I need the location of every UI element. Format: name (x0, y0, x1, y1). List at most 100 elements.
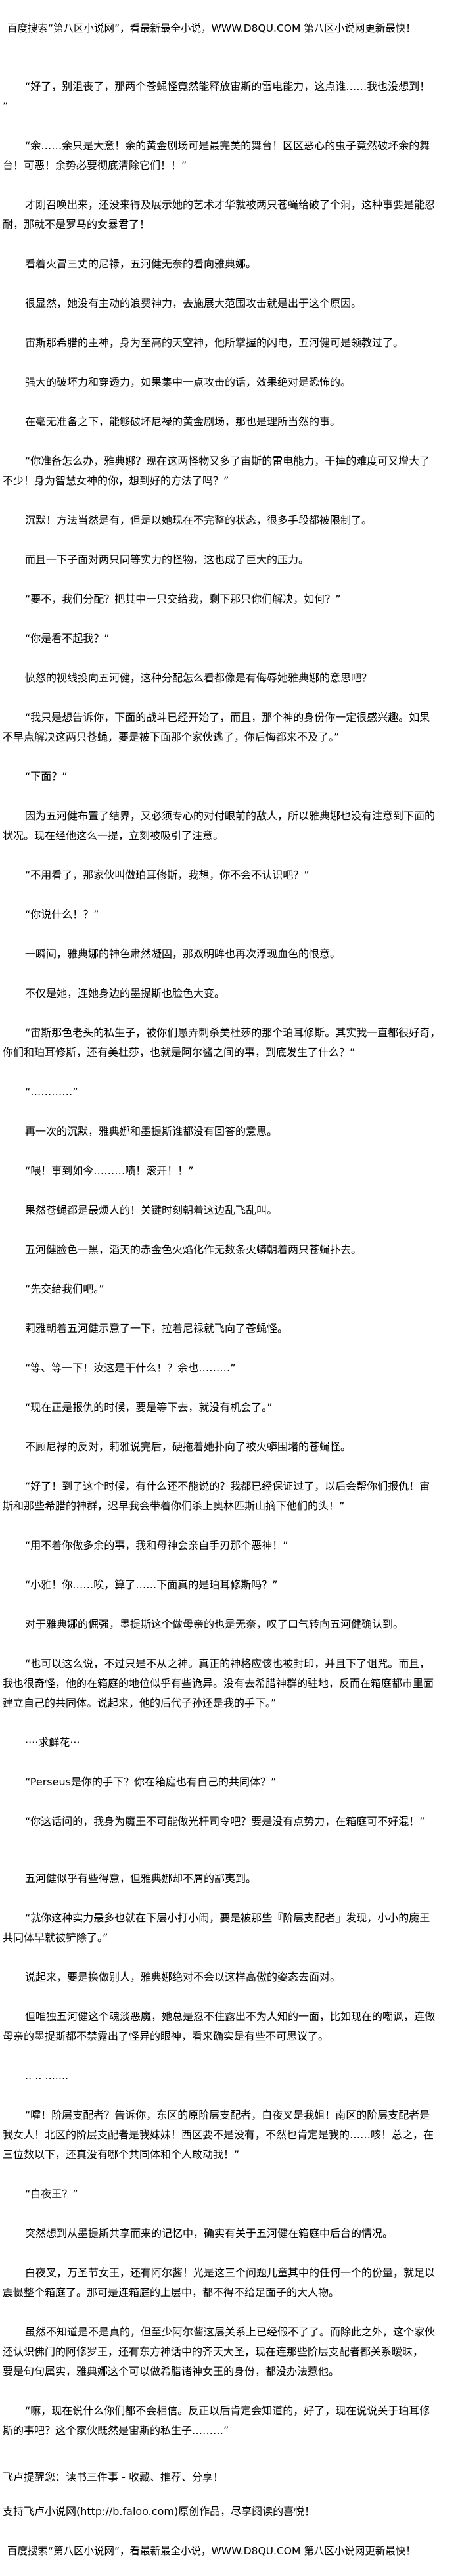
paragraph: “也可以这么说，不过只是不从之神。真正的神格应该也被封印，并且下了诅咒。而且， 我… (0, 1654, 460, 1713)
paragraph-line: 虽然不知道是不是真的，但至少阿尔酱这层关系上已经假不了了。而除此之外，这个家伙 (25, 2326, 436, 2338)
paragraph: 再一次的沉默，雅典娜和墨提斯谁都没有回答的意思。 (0, 1122, 460, 1141)
paragraph: 对于雅典娜的倔强，墨提斯这个做母亲的也是无奈，叹了口气转向五河健确认到。 (0, 1615, 460, 1634)
paragraph: “嘛，现在说什么你们都不会相信。反正以后肯定会知道的，好了，现在说说关于珀耳修斯… (0, 2401, 460, 2441)
paragraph-line: “白夜王？” (25, 2188, 78, 2200)
paragraph: ····求鲜花··· (0, 1733, 460, 1753)
paragraph-line: .. .. ....... (25, 2069, 69, 2082)
paragraph-line: 莉雅朝着五河健示意了一下，拉着尼禄就飞向了苍蝇怪。 (25, 1322, 288, 1335)
page-footer: 飞卢提醒您：读书三件事 - 收藏、推荐、分享！ 支持飞卢小说网(http://b… (0, 2468, 460, 2561)
paragraph: 很显然，她没有主动的浪费神力，去施展大范围攻击就是出于这个原因。 (0, 294, 460, 313)
paragraph: “余……余只是大意！余的黄金剧场可是最完美的舞台！区区恶心的虫子竟然破坏余的舞台… (0, 136, 460, 175)
paragraph: 虽然不知道是不是真的，但至少阿尔酱这层关系上已经假不了了。而除此之外，这个家伙还… (0, 2322, 460, 2381)
paragraph: 一瞬间，雅典娜的神色肃然凝固，那双明眸也再次浮现血色的恨意。 (0, 944, 460, 964)
paragraph: “不用看了，那家伙叫做珀耳修斯，我想，你不会不认识吧？” (0, 865, 460, 885)
paragraph-line: “不用看了，那家伙叫做珀耳修斯，我想，你不会不认识吧？” (25, 869, 310, 881)
paragraph-line: 但唯独五河健这个魂淡恶魔，她总是忍不住露出不为人知的一面，比如现在的嘲讽，连做 (25, 2010, 436, 2023)
paragraph-line: “好了，别沮丧了，那两个苍蝇怪竟然能释放宙斯的雷电能力，这点谁……我也没想到！ (25, 80, 430, 93)
paragraph: “等、等一下！汝这是干什么！？余也………” (0, 1358, 460, 1378)
paragraph-line: 沉默！方法当然是有，但是以她现在不完整的状态，很多手段都被限制了。 (25, 514, 373, 526)
paragraph: “我只是想告诉你，下面的战斗已经开始了，而且，那个神的身份你一定很感兴趣。如果不… (0, 708, 460, 747)
paragraph-line: “…………” (25, 1086, 78, 1098)
paragraph-line: “余……余只是大意！余的黄金剧场可是最完美的舞台！区区恶心的虫子竟然破坏余的舞 (25, 139, 430, 152)
paragraph-line: “你说什么！？” (25, 908, 99, 921)
paragraph: “你准备怎么办，雅典娜？现在这两怪物又多了宙斯的雷电能力，干掉的难度可又增大了不… (0, 451, 460, 491)
chapter-body: “好了，别沮丧了，那两个苍蝇怪竟然能释放宙斯的雷电能力，这点谁……我也没想到！ ”… (0, 77, 460, 2460)
paragraph-line: 不少！身为智慧女神的你，想到好的方法了吗？” (3, 474, 229, 487)
paragraph-line: 共同体早就被铲除了。” (3, 1931, 108, 1944)
paragraph-line: 看着火冒三丈的尼禄，五河健无奈的看向雅典娜。 (25, 258, 257, 270)
paragraph: 莉雅朝着五河健示意了一下，拉着尼禄就飞向了苍蝇怪。 (0, 1319, 460, 1339)
paragraph: “就你这种实力最多也就在下层小打小闹，要是被那些『阶层支配者』发现，小小的魔王共… (0, 1908, 460, 1948)
paragraph: .. .. ....... (0, 2066, 460, 2086)
paragraph-line: 对于雅典娜的倔强，墨提斯这个做母亲的也是无奈，叹了口气转向五河健确认到。 (25, 1618, 404, 1630)
paragraph-line: 才刚召唤出来，还没来得及展示她的艺术才华就被两只苍蝇给破了个洞，这种事要是能忍 (25, 198, 436, 211)
paragraph: 不仅是她，连她身边的墨提斯也脸色大变。 (0, 984, 460, 1003)
paragraph: “下面？” (0, 767, 460, 787)
paragraph-line: “等、等一下！汝这是干什么！？余也………” (25, 1362, 236, 1374)
paragraph-line: “用不着你做多余的事，我和母神会亲自手刃那个恶神！” (25, 1539, 288, 1552)
paragraph-line: 母亲的墨提斯都不禁露出了怪异的眼神，看来确实是有些不可思议了。 (3, 2030, 329, 2042)
paragraph: 不顾尼禄的反对，莉雅说完后，硬拖着她扑向了被火蟒围堵的苍蝇怪。 (0, 1437, 460, 1457)
paragraph: 突然想到从墨提斯共享而来的记忆中，确实有关于五河健在箱庭中后台的情况。 (0, 2224, 460, 2243)
paragraph-line: “宙斯那色老头的私生子，被你们愚弄刺杀美杜莎的那个珀耳修斯。其实我一直都很好奇， (25, 1026, 441, 1039)
paragraph-line: 我也很奇怪，他的在箱庭的地位似乎有些诡异。没有去希腊神群的驻地，反而在箱庭都市里… (3, 1677, 434, 1690)
paragraph-line: 愤怒的视线投向五河健，这种分配怎么看都像是有侮辱她雅典娜的意思吧？ (25, 672, 373, 684)
paragraph: 宙斯那希腊的主神，身为至高的天空神，他所掌握的闪电，五河健可是领教过了。 (0, 333, 460, 353)
paragraph-line: 在毫无准备之下，能够破坏尼禄的黄金剧场，那也是理所当然的事。 (25, 415, 341, 428)
paragraph: 五河健似乎有些得意，但雅典娜却不屑的鄙夷到。 (0, 1869, 460, 1889)
paragraph-line: 说起来，要是换做别人，雅典娜绝对不会以这样高傲的姿态去面对。 (25, 1971, 341, 1983)
paragraph-line: 建立自己的共同体。说起来，他的后代子孙还是我的手下。” (3, 1697, 277, 1709)
paragraph: “嚯！阶层支配者？告诉你，东区的原阶层支配者，白夜叉是我姐！南区的阶层支配者是我… (0, 2105, 460, 2165)
paragraph: 但唯独五河健这个魂淡恶魔，她总是忍不住露出不为人知的一面，比如现在的嘲讽，连做母… (0, 2007, 460, 2046)
paragraph-line: 还认识佛门的阿修罗王，还有东方神话中的齐天大圣，现在连那些阶层支配者都关系暧昧， (3, 2345, 424, 2358)
paragraph-line: 突然想到从墨提斯共享而来的记忆中，确实有关于五河健在箱庭中后台的情况。 (25, 2227, 394, 2240)
paragraph-line: “我只是想告诉你，下面的战斗已经开始了，而且，那个神的身份你一定很感兴趣。如果 (25, 711, 430, 724)
paragraph-line: “先交给我们吧。” (25, 1283, 104, 1295)
paragraph-line: 再一次的沉默，雅典娜和墨提斯谁都没有回答的意思。 (25, 1125, 278, 1138)
paragraph: “用不着你做多余的事，我和母神会亲自手刃那个恶神！” (0, 1536, 460, 1555)
paragraph-line: 台！可恶！余势必要彻底清除它们！！” (3, 159, 187, 172)
paragraph: 果然苍蝇都是最烦人的！关键时刻朝着这边乱飞乱叫。 (0, 1201, 460, 1220)
support-notice: 支持飞卢小说网(http://b.faloo.com)原创作品，尽享阅读的喜悦！ (3, 2505, 315, 2518)
paragraph-line: “小雅！你……唉，算了……下面真的是珀耳修斯吗？” (25, 1578, 278, 1591)
paragraph-line: “也可以这么说，不过只是不从之神。真正的神格应该也被封印，并且下了诅咒。而且， (25, 1657, 430, 1670)
paragraph-line: 不仅是她，连她身边的墨提斯也脸色大变。 (25, 987, 225, 1000)
paragraph: 而且一下子面对两只同等实力的怪物，这也成了巨大的压力。 (0, 550, 460, 570)
paragraph-line: 状况。现在经他这么一提，立刻被吸引了注意。 (3, 829, 224, 842)
site-banner-top: 百度搜索“第八区小说网”，看最新最全小说，WWW.D8QU.COM 第八区小说网… (7, 22, 416, 34)
paragraph-line: “你准备怎么办，雅典娜？现在这两怪物又多了宙斯的雷电能力，干掉的难度可又增大了 (25, 455, 430, 467)
paragraph: “好了！到了这个时候，有什么还不能说的？我都已经保证过了，以后会帮你们报仇！宙斯… (0, 1477, 460, 1516)
paragraph: 因为五河健布置了结界，又必须专心的对付眼前的敌人，所以雅典娜也没有注意到下面的状… (0, 806, 460, 846)
paragraph-line: “就你这种实力最多也就在下层小打小闹，要是被那些『阶层支配者』发现，小小的魔王 (25, 1912, 430, 1924)
paragraph: 强大的破坏力和穿透力，如果集中一点攻击的话，效果绝对是恐怖的。 (0, 373, 460, 392)
paragraph-line: 斯的事吧？这个家伙既然是宙斯的私生子………” (3, 2424, 229, 2437)
paragraph-line: 果然苍蝇都是最烦人的！关键时刻朝着这边乱飞乱叫。 (25, 1204, 278, 1216)
paragraph: “好了，别沮丧了，那两个苍蝇怪竟然能释放宙斯的雷电能力，这点谁……我也没想到！ ” (0, 77, 460, 116)
site-banner-bottom: 百度搜索“第八区小说网”，看最新最全小说，WWW.D8QU.COM 第八区小说网… (7, 2545, 416, 2557)
paragraph-line: “你是看不起我？” (25, 632, 110, 645)
paragraph-line: “你这话问的，我身为魔王不可能做光杆司令吧？要是没有点势力，在箱庭可不好混！” (25, 1815, 425, 1828)
paragraph: 五河健脸色一黑，滔天的赤金色火焰化作无数条火蟒朝着两只苍蝇扑去。 (0, 1240, 460, 1260)
paragraph: “小雅！你……唉，算了……下面真的是珀耳修斯吗？” (0, 1575, 460, 1595)
paragraph-line: 耐，那就不是罗马的女暴君了！ (3, 218, 150, 231)
paragraph: “先交给我们吧。” (0, 1279, 460, 1299)
paragraph-line: 因为五河健布置了结界，又必须专心的对付眼前的敌人，所以雅典娜也没有注意到下面的 (25, 810, 436, 822)
paragraph-line: 三位数以下，还真没有哪个共同体和个人敢动我！” (3, 2148, 240, 2161)
paragraph: “喂！事到如今………啧！滚开！！” (0, 1161, 460, 1181)
paragraph-line: 斯和那些希腊的神群，迟早我会带着你们杀上奥林匹斯山摘下他们的头！” (3, 1500, 345, 1512)
paragraph-line: “嘛，现在说什么你们都不会相信。反正以后肯定会知道的，好了，现在说说关于珀耳修 (25, 2404, 430, 2417)
paragraph-line: “嚯！阶层支配者？告诉你，东区的原阶层支配者，白夜叉是我姐！南区的阶层支配者是 (25, 2109, 430, 2121)
reading-reminder: 飞卢提醒您：读书三件事 - 收藏、推荐、分享！ (3, 2471, 223, 2483)
paragraph-line: 你们和珀耳修斯，还有美杜莎，也就是阿尔酱之间的事，到底发生了什么？” (3, 1046, 356, 1059)
paragraph-line: 而且一下子面对两只同等实力的怪物，这也成了巨大的压力。 (25, 553, 310, 566)
paragraph-line: ····求鲜花··· (25, 1736, 80, 1749)
paragraph: 沉默！方法当然是有，但是以她现在不完整的状态，很多手段都被限制了。 (0, 511, 460, 530)
paragraph-line: 五河健脸色一黑，滔天的赤金色火焰化作无数条火蟒朝着两只苍蝇扑去。 (25, 1243, 362, 1256)
paragraph-line: “要不，我们分配？把其中一只交给我，剩下那只你们解决，如何？” (25, 593, 341, 605)
paragraph-line: 强大的破坏力和穿透力，如果集中一点攻击的话，效果绝对是恐怖的。 (25, 376, 352, 388)
paragraph: “你是看不起我？” (0, 629, 460, 649)
paragraph: 愤怒的视线投向五河健，这种分配怎么看都像是有侮辱她雅典娜的意思吧？ (0, 668, 460, 688)
paragraph-line: ” (3, 100, 9, 112)
paragraph-line: 一瞬间，雅典娜的神色肃然凝固，那双明眸也再次浮现血色的恨意。 (25, 948, 341, 960)
paragraph-line: “下面？” (25, 770, 68, 783)
